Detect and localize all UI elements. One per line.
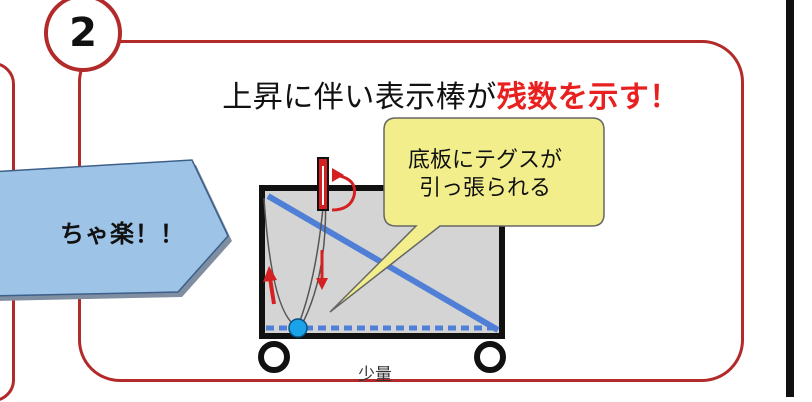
headline-accent-text: 残数を示す！ — [496, 80, 680, 115]
banner-arrow — [0, 159, 232, 301]
diagram-caption: 少量 — [358, 365, 392, 385]
headline-text: 上昇に伴い表示棒が — [222, 80, 497, 115]
right-wheel — [474, 341, 506, 373]
callout-text: 底板にテグスが 引っ張られる — [380, 147, 590, 203]
banner-text: ちゃ楽！！ — [60, 220, 185, 248]
step-number: 2 — [69, 10, 97, 56]
pulley-ball — [288, 318, 308, 338]
callout-line-2: 引っ張られる — [418, 176, 551, 201]
next-panel-edge — [786, 0, 794, 397]
step-number-badge: 2 — [44, 0, 122, 72]
rotate-arrow — [331, 173, 357, 212]
up-arrow — [268, 277, 276, 305]
headline: 上昇に伴い表示棒が残数を示す！ — [0, 72, 812, 116]
callout-bubble — [329, 117, 605, 313]
left-wheel — [258, 341, 290, 373]
callout-line-1: 底板にテグスが — [407, 148, 562, 173]
